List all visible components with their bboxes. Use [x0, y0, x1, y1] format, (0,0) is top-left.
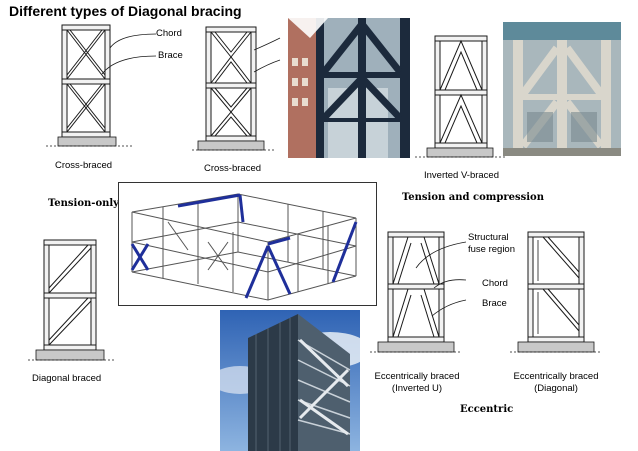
leader-lines-frame-2 — [253, 37, 281, 73]
fuse-region-label-line1: Structural — [468, 232, 509, 243]
cross-braced-frame-diagram — [46, 24, 132, 147]
ecc-inverted-u-caption-1: Eccentrically braced — [374, 371, 460, 382]
tension-compression-label: Tension and compression — [402, 192, 544, 203]
fuse-region-label-line2: fuse region — [468, 244, 516, 255]
three-d-braced-frame-diagram — [130, 193, 358, 301]
page-title: Different types of Diagonal bracing — [9, 3, 242, 19]
eccentric-label: Eccentric — [460, 404, 514, 415]
diagonal-braced-frame-diagram — [28, 239, 116, 361]
eccentric-diagonal-frame-diagram — [510, 231, 602, 353]
three-d-frame-panel — [118, 182, 377, 306]
diagonal-braced-caption: Diagonal braced — [32, 373, 102, 384]
brace-label-2: Brace — [482, 298, 507, 309]
cross-braced-caption-2: Cross-braced — [204, 163, 262, 174]
tension-only-label: Tension-only — [48, 198, 119, 209]
chord-leader-line — [109, 33, 157, 49]
photo-inverted-v-building — [503, 22, 621, 156]
cross-braced-double-frame-diagram — [192, 26, 274, 151]
inverted-v-braced-frame-diagram — [415, 35, 505, 158]
ecc-leader-lines — [415, 241, 467, 317]
chord-label-2: Chord — [482, 278, 508, 289]
cross-braced-caption-1: Cross-braced — [55, 160, 113, 171]
photo-braced-tower — [220, 310, 360, 451]
ecc-inverted-u-caption-2: (Inverted U) — [391, 383, 443, 394]
inverted-v-caption: Inverted V-braced — [424, 170, 499, 181]
ecc-diagonal-caption-2: (Diagonal) — [534, 383, 578, 394]
brace-leader-line — [101, 55, 157, 75]
ecc-diagonal-caption-1: Eccentrically braced — [513, 371, 599, 382]
chord-label: Chord — [156, 28, 182, 39]
photo-steel-braced-facade — [288, 18, 410, 158]
brace-label: Brace — [158, 50, 183, 61]
